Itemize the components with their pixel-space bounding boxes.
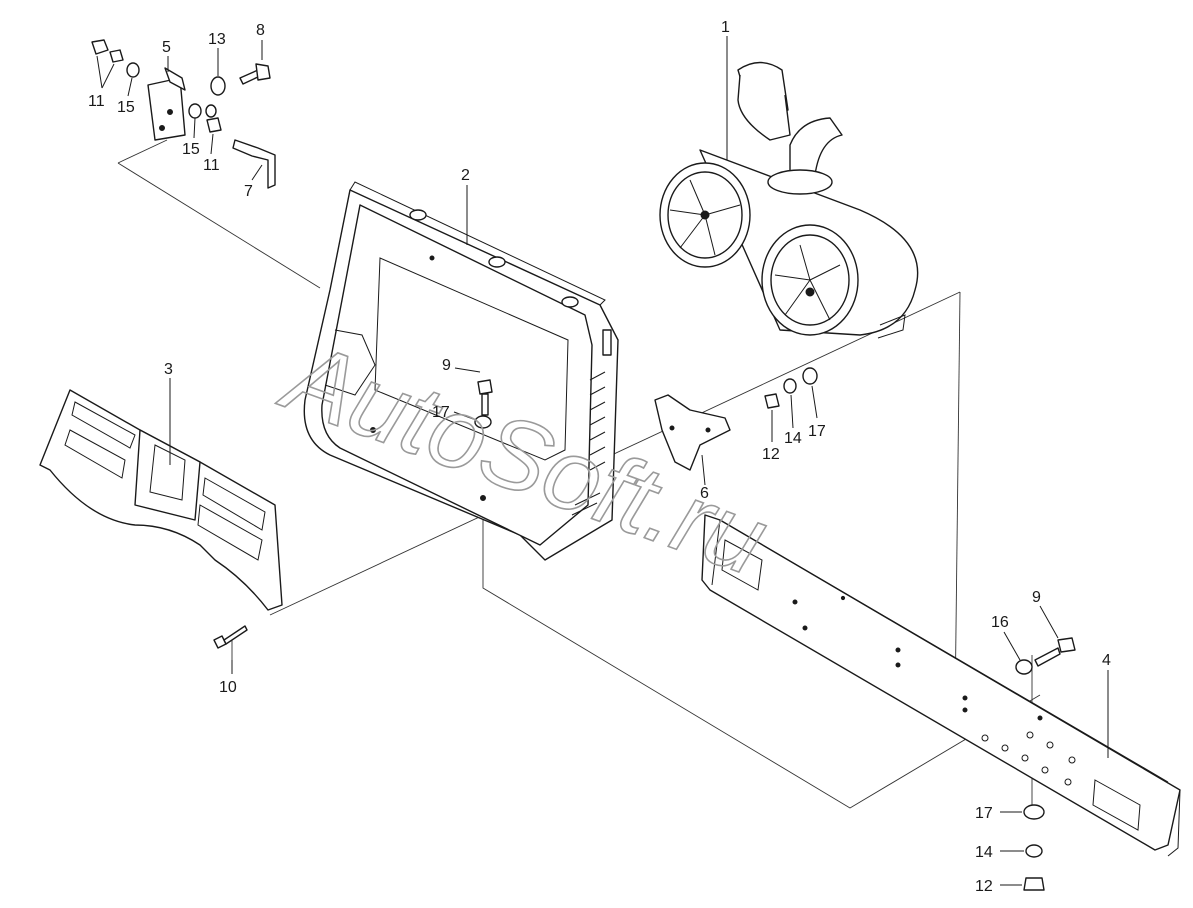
callout-15-top: 15 — [117, 99, 135, 116]
callout-5: 5 — [162, 39, 171, 56]
callout-14-right: 14 — [784, 430, 802, 447]
callout-12-bottom: 12 — [975, 878, 993, 895]
callout-16: 16 — [991, 614, 1009, 631]
grille-panel — [39, 389, 283, 611]
callout-17-bottom: 17 — [975, 805, 993, 822]
radiator-frame — [303, 181, 619, 561]
callout-11-top: 11 — [88, 93, 105, 110]
mounting-bracket — [147, 67, 186, 141]
callout-13: 13 — [208, 31, 226, 48]
callout-15-lower: 15 — [182, 141, 200, 158]
callout-7: 7 — [244, 183, 253, 200]
callout-17-right: 17 — [808, 423, 826, 440]
callout-1: 1 — [721, 19, 730, 36]
callout-10: 10 — [219, 679, 237, 696]
hook-bolt — [232, 139, 276, 189]
callout-4: 4 — [1102, 652, 1111, 669]
callout-9-frame: 9 — [442, 357, 451, 374]
callout-14-bottom: 14 — [975, 844, 993, 861]
callout-6: 6 — [700, 485, 709, 502]
callout-2: 2 — [461, 167, 470, 184]
callout-3: 3 — [164, 361, 173, 378]
callout-11-lower: 11 — [203, 157, 220, 174]
callout-8: 8 — [256, 22, 265, 39]
support-bracket — [654, 394, 731, 471]
callout-17-frame: 17 — [432, 404, 450, 421]
air-cleaner-assembly — [659, 61, 919, 339]
callout-9-beam: 9 — [1032, 589, 1041, 606]
fasteners — [91, 39, 1076, 891]
cross-member-channel — [701, 514, 1181, 857]
callout-labels: 1 2 3 4 5 6 7 8 9 9 10 11 11 12 12 13 14… — [88, 19, 1111, 895]
callout-12-right: 12 — [762, 446, 780, 463]
leader-lines — [96, 36, 1109, 886]
